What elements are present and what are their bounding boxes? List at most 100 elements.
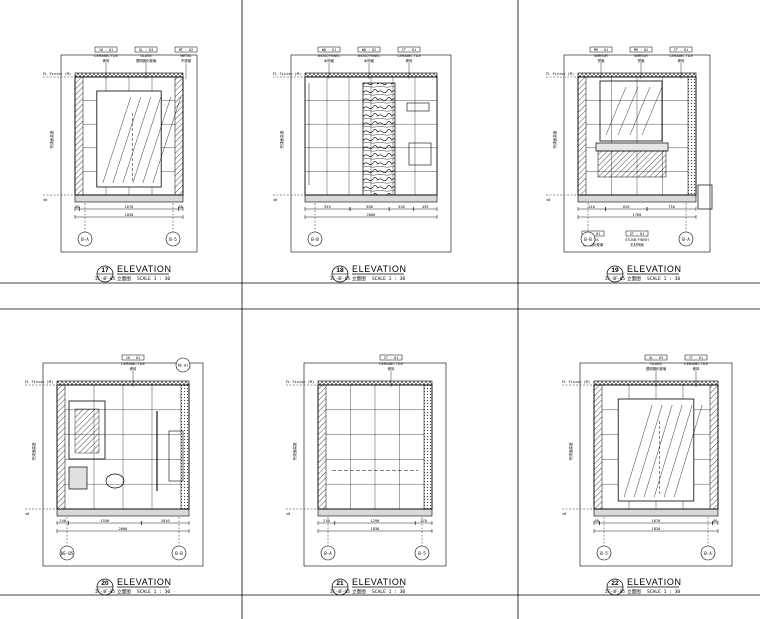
drawing-border bbox=[579, 362, 733, 567]
dimension-part: 1290 bbox=[371, 519, 380, 523]
level-label-ceiling: FL Finish (M) bbox=[286, 380, 314, 384]
grid-bubble bbox=[171, 545, 187, 561]
level-label-floor: ±0 bbox=[25, 512, 29, 516]
elevation-title: ELEVATION bbox=[117, 264, 172, 274]
elevation-ref: IF-4F-05 bbox=[95, 589, 116, 594]
elevation-subtitle: 立面图 bbox=[627, 275, 641, 282]
tag-code: 10 · 01 bbox=[126, 356, 140, 360]
tag-name: STONE FINISH bbox=[625, 238, 649, 242]
tag-name: GLASS bbox=[140, 54, 152, 58]
left-wall bbox=[577, 76, 587, 196]
ceiling-band bbox=[56, 380, 190, 386]
dimension-total: 1830 bbox=[125, 213, 134, 217]
drawing-border bbox=[563, 54, 711, 253]
elevation-number: 17 bbox=[101, 267, 109, 274]
grid-bubble-label: B-5 bbox=[600, 551, 608, 556]
side-label: 完成面高度 bbox=[552, 130, 557, 148]
dimension-part: 80 bbox=[713, 519, 717, 523]
toilet-tank bbox=[68, 466, 88, 490]
dimension-part: 1550 bbox=[101, 519, 110, 523]
grid-bubble bbox=[580, 231, 596, 247]
elevation-title: ELEVATION bbox=[352, 264, 407, 274]
grid-bubble bbox=[414, 545, 430, 561]
tag-cn: 瓷砖 bbox=[693, 366, 700, 371]
dimension-part: 955 bbox=[324, 205, 331, 209]
grid-bubble-label: DE-05 bbox=[61, 551, 74, 556]
tag-cn: 镜面 bbox=[638, 58, 645, 63]
grid-bubble-label: B-5 bbox=[418, 551, 426, 556]
wall-niche bbox=[406, 102, 430, 112]
tag-name: GLASS bbox=[650, 362, 662, 366]
tag-cn: 镜面 bbox=[598, 58, 605, 63]
ceiling-band bbox=[577, 72, 697, 78]
ceiling-band bbox=[304, 72, 438, 78]
grid-bubble bbox=[59, 545, 75, 561]
storage-cabinet bbox=[68, 400, 106, 460]
dimension-part: 620 bbox=[623, 205, 630, 209]
side-step bbox=[697, 184, 713, 210]
floor-slab bbox=[304, 194, 438, 203]
elevation-scale: SCALE 1 : 30 bbox=[647, 276, 680, 282]
dimension-part: 80 bbox=[178, 205, 182, 209]
tag-name: WOOD PANEL bbox=[358, 54, 381, 58]
grid-bubble-label: B-A bbox=[81, 237, 89, 242]
level-label-ceiling: FL Finish (M) bbox=[43, 72, 71, 76]
elevation-subtitle: 立面图 bbox=[352, 275, 366, 282]
tag-code: ST · 01 bbox=[630, 232, 644, 236]
elevation-number: 19 bbox=[611, 267, 619, 274]
vanity-top bbox=[595, 142, 669, 152]
elevation-title: ELEVATION bbox=[627, 264, 682, 274]
tag-name: MIRROR bbox=[594, 54, 608, 58]
tag-code: CT · 01 bbox=[402, 48, 416, 52]
dimension-part: 240 bbox=[59, 519, 66, 523]
grid-bubble bbox=[320, 545, 336, 561]
elevation-scale: SCALE 1 : 30 bbox=[372, 589, 405, 595]
elevation-number: 20 bbox=[101, 580, 109, 587]
tag-name: CERAMIC TILE bbox=[121, 362, 145, 366]
drawing-border bbox=[60, 54, 198, 253]
elevation-number: 22 bbox=[611, 580, 619, 587]
dimension-part: 410 bbox=[588, 205, 595, 209]
elevation-ref: IF-4F-05 bbox=[330, 276, 351, 281]
grid-bubble-label: B-B bbox=[584, 237, 592, 242]
tag-code: MR · 02 bbox=[634, 48, 648, 52]
tag-name: CERAMIC TILE bbox=[669, 54, 693, 58]
dimension-part: 80 bbox=[75, 205, 79, 209]
right-wall bbox=[180, 384, 190, 510]
level-label-ceiling: FL Finish (M) bbox=[546, 72, 574, 76]
elevation-title: ELEVATION bbox=[117, 577, 172, 587]
tag-code: MT · 02 bbox=[179, 48, 193, 52]
floor-slab bbox=[317, 508, 433, 517]
dimension-part: 1010 bbox=[161, 519, 170, 523]
tag-code: GL · 03 bbox=[649, 356, 663, 360]
tag-cn: 木饰面 bbox=[324, 58, 335, 63]
right-wall bbox=[687, 76, 697, 196]
dimension-part: 730 bbox=[668, 205, 675, 209]
tag-name: MIRROR bbox=[634, 54, 648, 58]
grid-bubble bbox=[700, 545, 716, 561]
grid-bubble-label: B-A bbox=[704, 551, 712, 556]
dimension-part: 1670 bbox=[125, 205, 134, 209]
tag-code: 10 · 01 bbox=[99, 48, 113, 52]
elevation-ref: IF-4F-05 bbox=[605, 589, 626, 594]
elevation-subtitle: 立面图 bbox=[117, 275, 131, 282]
